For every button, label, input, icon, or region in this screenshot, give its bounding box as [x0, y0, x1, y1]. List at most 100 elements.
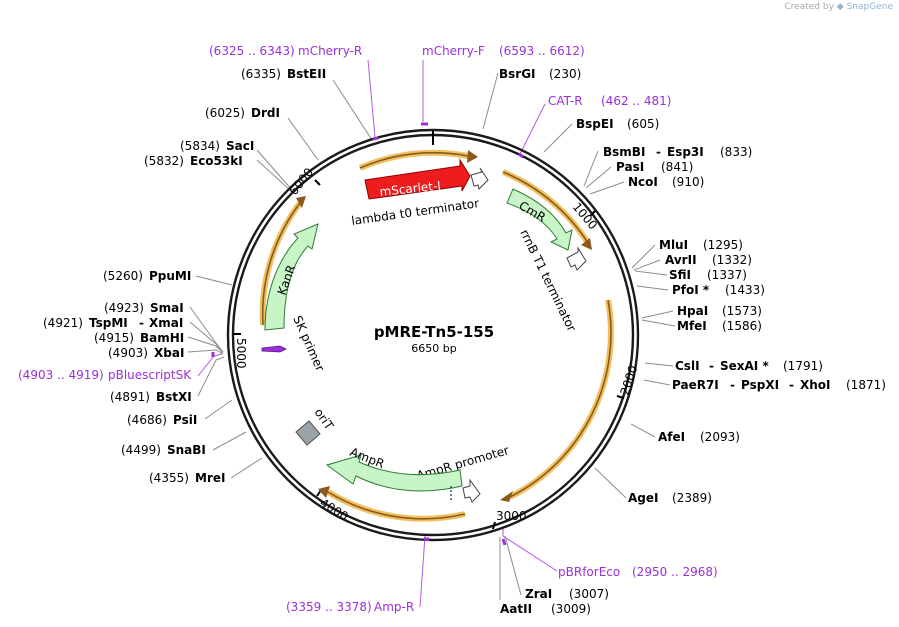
feature-arrow-ampr [325, 454, 463, 492]
tick-3000 [492, 521, 496, 530]
primer-range-mcherry-f: (6593 .. 6612) [499, 44, 585, 58]
leader-xbaI [187, 349, 224, 355]
leader-cslI [644, 362, 674, 367]
primer-range-pbluescriptsk: (4903 .. 4919) [18, 368, 104, 382]
leader-pasI [585, 166, 612, 189]
site-name: PaeR7I [672, 378, 719, 392]
leader-sfiI [634, 270, 668, 276]
site-name: AgeI [628, 491, 658, 505]
halo-right [508, 299, 614, 500]
leader-mfeI [641, 319, 676, 327]
sk-primer-arrow [261, 345, 287, 353]
dark-segment-lines [261, 151, 612, 520]
site-name: AatII [500, 602, 532, 616]
site-name: BsmBI [603, 145, 645, 159]
arrowhead-right [500, 491, 513, 502]
credit-prefix: Created by [784, 2, 834, 12]
leader-tspMI [189, 321, 224, 353]
site-pos: (4355) [149, 471, 189, 485]
feature-orit: oriT [295, 406, 337, 446]
leader-avrII [633, 259, 661, 271]
site-name: BsrGI [499, 67, 536, 81]
leader-mluI [631, 244, 656, 269]
leader-mreI [230, 457, 263, 479]
primer-range-mcherry-r: (6325 .. 6343) [209, 44, 295, 58]
site-pos: (4921) [43, 316, 83, 330]
primer-range-pbrforeco: (2950 .. 2968) [632, 565, 718, 579]
site-name-2: SexAI * [720, 359, 769, 373]
site-pos: (4923) [104, 301, 144, 315]
site-name: PsiI [173, 413, 197, 427]
primer-name-cat-r: CAT-R [548, 94, 583, 108]
site-name: SfiI [669, 268, 691, 282]
site-leader-lines [187, 72, 676, 600]
site-name-3: XhoI [800, 378, 831, 392]
site-name: AfeI [658, 430, 685, 444]
site-pos: (1433) [725, 283, 765, 297]
site-name: ZraI [525, 587, 552, 601]
leader-sacI [256, 149, 293, 191]
tick-label-3000: 3000 [496, 509, 527, 523]
leader-bstXI [197, 356, 225, 397]
leader-bamHI [187, 336, 224, 354]
tick-1000 [589, 210, 596, 217]
feature-arrow-kanr [264, 223, 319, 331]
terminator-icon [470, 167, 489, 190]
feature-label-lambda-t0: lambda t0 terminator [350, 196, 479, 228]
line-ampr [327, 491, 466, 520]
plasmid-length: 6650 bp [411, 342, 456, 355]
leader-bsrGI [482, 72, 499, 130]
site-pos: (4499) [121, 443, 161, 457]
feature-arrow-cmr [506, 188, 573, 251]
primer-range-amp-r: (3359 .. 3378) [286, 600, 372, 614]
site-pos: (1586) [722, 319, 762, 333]
site-labels-left: (6335) BstEII (6025) DrdI (5834) SacI (5… [43, 67, 326, 485]
site-name: XbaI [154, 346, 184, 360]
primer-mark-cat-r [518, 152, 524, 159]
leader-cat-r [519, 103, 546, 155]
site-name: CslI [675, 359, 700, 373]
site-pos: (230) [549, 67, 581, 81]
primer-name-pbrforeco: pBRforEco [558, 565, 620, 579]
leader-bspEI [543, 123, 573, 153]
primer-leader-lines [197, 59, 558, 608]
site-pos: (5260) [103, 269, 143, 283]
site-pos: (1871) [846, 378, 886, 392]
feature-label-mscarlet: mScarlet-I [379, 179, 442, 199]
site-pos: (1332) [712, 253, 752, 267]
site-pos: (833) [720, 145, 752, 159]
site-name: SacI [226, 139, 254, 153]
leader-bstEII [332, 79, 373, 141]
primer-mark-pbrforeco [501, 538, 507, 546]
plasmid-name: pMRE-Tn5-155 [374, 323, 494, 341]
arrowhead-ampr [318, 486, 330, 498]
primer-range-cat-r: (462 .. 481) [601, 94, 671, 108]
feature-rrnb-t1: rrnB T1 terminator [517, 227, 587, 334]
site-labels-right: BsrGI (230) BspEI (605) BsmBI - Esp3I (8… [499, 67, 886, 616]
primer-name-mcherry-f: mCherry-F [422, 44, 485, 58]
site-name: BspEI [576, 117, 614, 131]
leader-eco53kI [256, 159, 293, 193]
leader-pbrforeco [502, 527, 558, 572]
site-pos: (2389) [672, 491, 712, 505]
feature-mscarlet: mScarlet-I [364, 158, 471, 200]
site-name-2: PspXI [741, 378, 779, 392]
primer-name-pbluescriptsk: pBluescriptSK [108, 368, 192, 382]
primer-mark-mcherry-r [372, 136, 379, 141]
line-kanr [261, 202, 301, 326]
orit-icon [295, 420, 321, 446]
site-name-2: Esp3I [667, 145, 704, 159]
site-pos: (1791) [783, 359, 823, 373]
site-name: SmaI [150, 301, 184, 315]
site-name: PpuMI [149, 269, 191, 283]
halo-top [358, 149, 469, 171]
site-name: PasI [616, 160, 644, 174]
site-pos: (4915) [94, 331, 134, 345]
site-pos: (1295) [703, 238, 743, 252]
leader-psiI [204, 399, 233, 420]
site-pos: (6335) [241, 67, 281, 81]
leader-bsmBI [583, 150, 599, 187]
tick-6000 [314, 179, 321, 186]
site-name-2: - [139, 316, 144, 330]
